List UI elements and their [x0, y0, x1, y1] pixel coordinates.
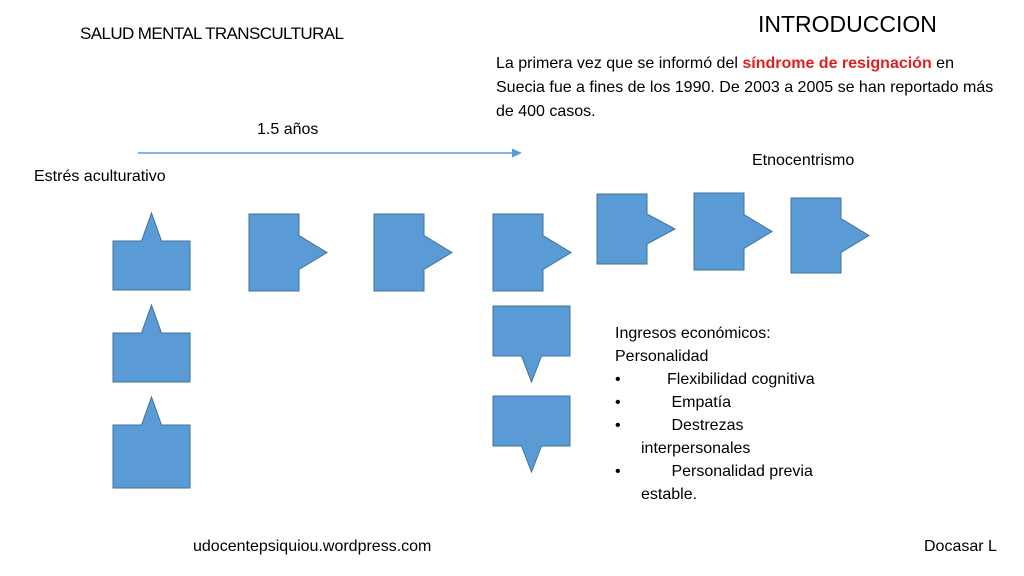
- factor-item-text: Empatía: [667, 394, 732, 411]
- bullet-icon: •: [615, 463, 621, 480]
- up-arrow-callout: [112, 395, 191, 489]
- intro-text-start: La primera vez que se informó del: [496, 55, 743, 72]
- ethnocentrism-label: Etnocentrismo: [752, 152, 855, 169]
- down-arrow-callout: [492, 395, 571, 474]
- intro-paragraph: La primera vez que se informó del síndro…: [496, 52, 996, 124]
- footer-author: Docasar L: [924, 538, 997, 555]
- right-arrow-callout: [248, 213, 328, 292]
- up-arrow-callout: [112, 211, 191, 291]
- factor-item: • Destrezas: [615, 414, 875, 437]
- factors-line-income: Ingresos económicos:: [615, 325, 771, 342]
- factor-item: • Empatía: [615, 391, 875, 414]
- stress-label: Estrés aculturativo: [34, 168, 166, 185]
- intro-text-end: en Suecia fue a fines de los 1990. De 20…: [496, 55, 994, 120]
- section-title: INTRODUCCION: [758, 11, 937, 37]
- factor-item-text: Personalidad previa: [667, 463, 813, 480]
- up-arrow-callout: [112, 303, 191, 383]
- factors-list: Ingresos económicos: Personalidad • Flexi…: [615, 322, 875, 506]
- factor-item: • Flexibilidad cognitiva: [615, 368, 875, 391]
- factors-line-personality: Personalidad: [615, 348, 709, 365]
- bullet-icon: •: [615, 371, 621, 388]
- timeline-arrow: [138, 148, 522, 158]
- bullet-icon: •: [615, 417, 621, 434]
- intro-highlight: síndrome de resignación: [742, 55, 932, 72]
- course-title: SALUD MENTAL TRANSCULTURAL: [80, 24, 344, 43]
- arrow-callout-shapes: [112, 192, 870, 489]
- factor-item-text: Destrezas: [667, 417, 744, 434]
- factor-item-continuation: interpersonales: [641, 440, 751, 457]
- down-arrow-callout: [492, 305, 571, 384]
- right-arrow-callout: [693, 192, 773, 271]
- factor-item: • Personalidad previa: [615, 460, 875, 483]
- bullet-icon: •: [615, 394, 621, 411]
- right-arrow-callout: [790, 197, 870, 274]
- duration-label: 1.5 años: [257, 121, 319, 138]
- right-arrow-callout: [492, 213, 572, 292]
- footer-url: udocentepsiquiou.wordpress.com: [193, 538, 432, 555]
- timeline-arrowhead: [512, 148, 522, 158]
- right-arrow-callout: [373, 213, 453, 292]
- right-arrow-callout: [596, 193, 677, 265]
- factor-item-text: Flexibilidad cognitiva: [667, 371, 815, 388]
- factor-item-continuation: estable.: [641, 486, 698, 503]
